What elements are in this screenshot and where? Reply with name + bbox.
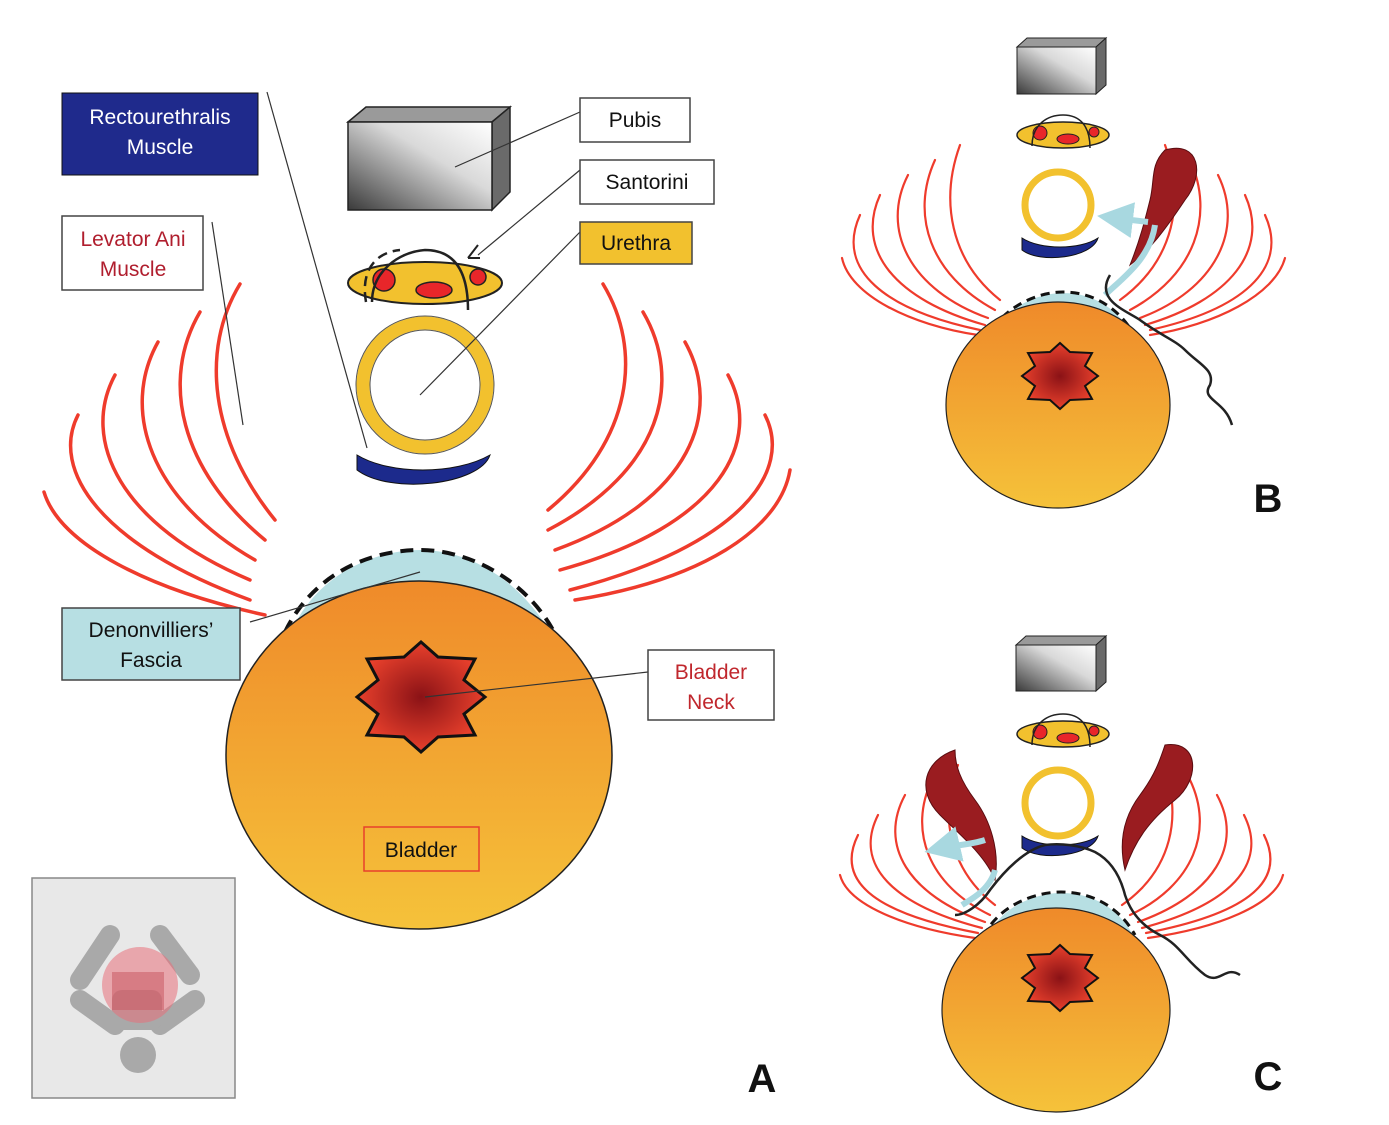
svg-text:Denonvilliers’: Denonvilliers’ (89, 619, 214, 642)
svg-text:Pubis: Pubis (609, 109, 662, 132)
levator-flap-left-icon (925, 749, 997, 882)
levator-ani-right-icon (546, 282, 792, 602)
bladder-icon (225, 580, 613, 930)
bladder-icon (941, 907, 1171, 1113)
svg-text:Bladder: Bladder (385, 839, 457, 862)
santorini-plexus-icon (1016, 713, 1110, 748)
label-denonvilliers: Denonvilliers’ Fascia (61, 607, 241, 681)
label-bladder: Bladder (363, 826, 480, 872)
pubis-block-icon (1014, 634, 1108, 693)
pubis-block-icon (1015, 36, 1108, 96)
svg-text:Muscle: Muscle (100, 258, 167, 281)
label-levator-ani: Levator Ani Muscle (61, 215, 204, 291)
levator-ani-left-icon (42, 282, 277, 617)
svg-text:Neck: Neck (687, 691, 735, 714)
svg-text:Muscle: Muscle (127, 136, 194, 159)
svg-text:Fascia: Fascia (120, 649, 182, 672)
leader-lines (211, 91, 649, 698)
svg-text:Rectourethralis: Rectourethralis (89, 106, 230, 129)
panel-label-a: A (748, 1057, 777, 1101)
urethra-ring-icon (1021, 168, 1095, 242)
svg-text:Urethra: Urethra (601, 232, 671, 255)
bladder-neck-star-icon (1020, 341, 1100, 411)
panel-label-b: B (1254, 477, 1283, 521)
bladder-neck-star-icon (354, 639, 488, 755)
levator-ani-left-icon (838, 763, 997, 940)
label-urethra: Urethra (579, 221, 693, 265)
bladder-neck-star-icon (1020, 943, 1100, 1013)
svg-text:Santorini: Santorini (606, 171, 689, 194)
rectourethralis-muscle-icon (1021, 834, 1099, 857)
label-pubis: Pubis (579, 97, 691, 143)
dissection-line-icon (1104, 274, 1234, 426)
label-bladder-neck: Bladder Neck (647, 649, 775, 721)
panel-b: B (840, 36, 1287, 521)
levator-flap-right-icon (1121, 744, 1194, 872)
dissection-line-icon (954, 843, 1241, 980)
urethra-ring-icon (1021, 766, 1095, 840)
urethra-ring-icon (356, 316, 494, 454)
rectourethralis-muscle-icon (356, 453, 491, 485)
patient-position-icon (31, 877, 236, 1099)
levator-ani-left-icon (840, 143, 1002, 337)
pubis-block-icon (345, 105, 513, 212)
panel-label-c: C (1254, 1055, 1283, 1099)
panel-a: Rectourethralis Muscle Levator Ani Muscl… (31, 91, 792, 1101)
santorini-plexus-icon (1016, 114, 1110, 149)
svg-text:Levator Ani: Levator Ani (80, 228, 185, 251)
panel-c: C (838, 634, 1285, 1113)
santorini-plexus-icon (347, 244, 503, 311)
label-rectourethralis: Rectourethralis Muscle (61, 92, 259, 176)
label-santorini: Santorini (579, 159, 715, 205)
svg-text:Bladder: Bladder (675, 661, 747, 684)
levator-ani-right-icon (1120, 763, 1285, 940)
